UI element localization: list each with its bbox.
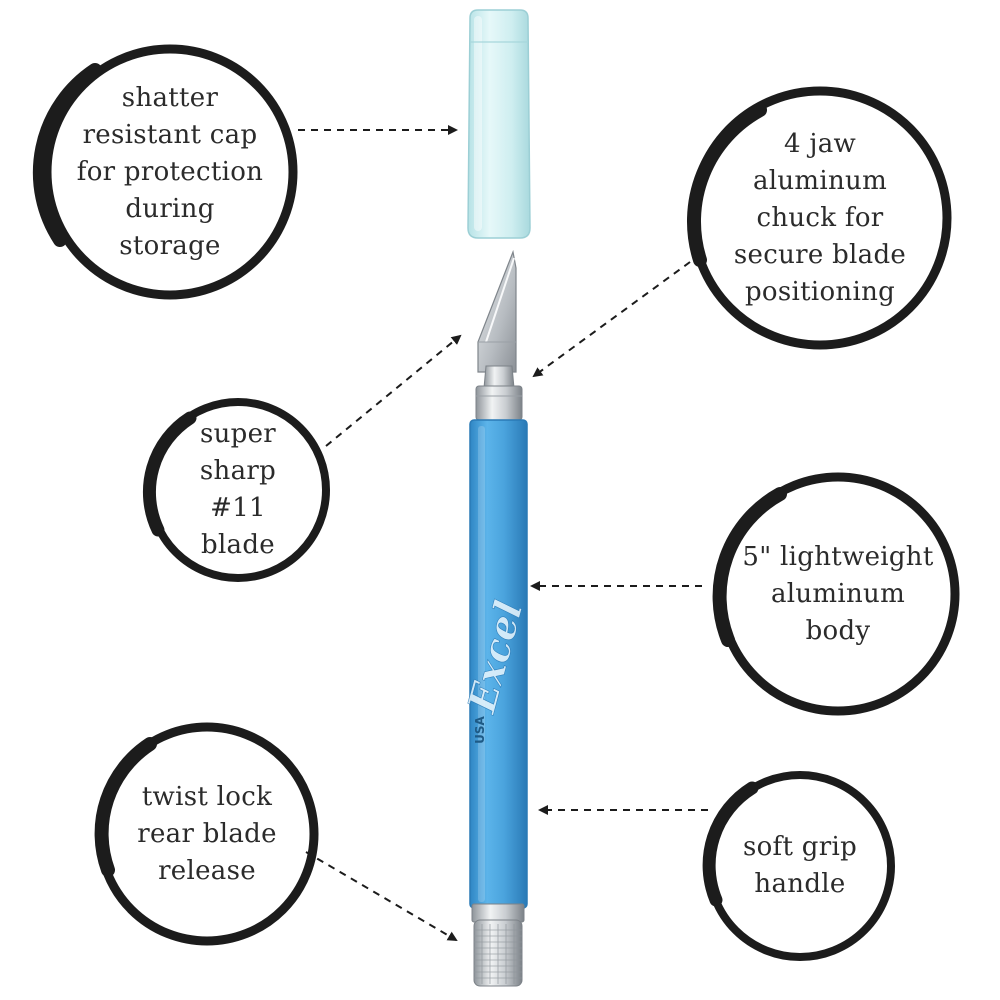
protective-cap bbox=[467, 9, 531, 239]
callout-ring-body bbox=[712, 472, 960, 716]
origin-mark: USA bbox=[473, 715, 487, 743]
blade bbox=[477, 249, 517, 373]
callout-release: twist lock rear blade release bbox=[117, 776, 297, 892]
callout-line: aluminum bbox=[770, 578, 906, 609]
callout-chuck: 4 jaw aluminum chuck for secure blade po… bbox=[712, 116, 928, 320]
callout-line: body bbox=[805, 615, 871, 646]
arrow-to-chuck bbox=[532, 261, 691, 378]
callout-line: blade bbox=[201, 530, 275, 560]
callout-line: handle bbox=[754, 869, 846, 899]
callout-line: rear blade bbox=[137, 818, 277, 849]
callout-ring-blade bbox=[142, 398, 330, 582]
callout-grip: soft grip handle bbox=[720, 826, 880, 906]
callout-body: 5" lightweight aluminum body bbox=[728, 534, 948, 654]
callout-line: resistant cap bbox=[82, 119, 258, 150]
callout-blade: super sharp #11 blade bbox=[168, 419, 308, 560]
callout-line: chuck for bbox=[756, 202, 884, 233]
rear-release-knob bbox=[471, 903, 525, 987]
callout-line: 5" lightweight bbox=[742, 541, 934, 572]
callout-line: super bbox=[199, 419, 277, 449]
callout-line: during bbox=[125, 193, 215, 224]
callout-ring-release bbox=[94, 722, 319, 946]
arrow-to-blade bbox=[325, 334, 462, 447]
arrow-to-release bbox=[305, 851, 458, 942]
callout-line: 4 jaw bbox=[783, 128, 857, 159]
callout-line: secure blade bbox=[733, 239, 907, 270]
callout-line: twist lock bbox=[141, 781, 273, 812]
callout-line: storage bbox=[119, 230, 221, 261]
callout-line: soft grip bbox=[742, 832, 858, 862]
callout-line: shatter bbox=[121, 82, 219, 113]
callout-line: positioning bbox=[744, 276, 896, 307]
handle bbox=[469, 419, 528, 909]
callout-line: release bbox=[158, 855, 256, 886]
callout-ring-cap bbox=[32, 44, 298, 300]
callout-line: aluminum bbox=[752, 165, 888, 196]
callout-cap: shatter resistant cap for protection dur… bbox=[60, 70, 280, 274]
callout-line: for protection bbox=[76, 156, 264, 187]
chuck bbox=[475, 365, 523, 421]
callout-line: sharp #11 bbox=[199, 456, 277, 523]
callout-ring-chuck bbox=[687, 86, 952, 350]
callout-ring-grip bbox=[702, 771, 895, 961]
